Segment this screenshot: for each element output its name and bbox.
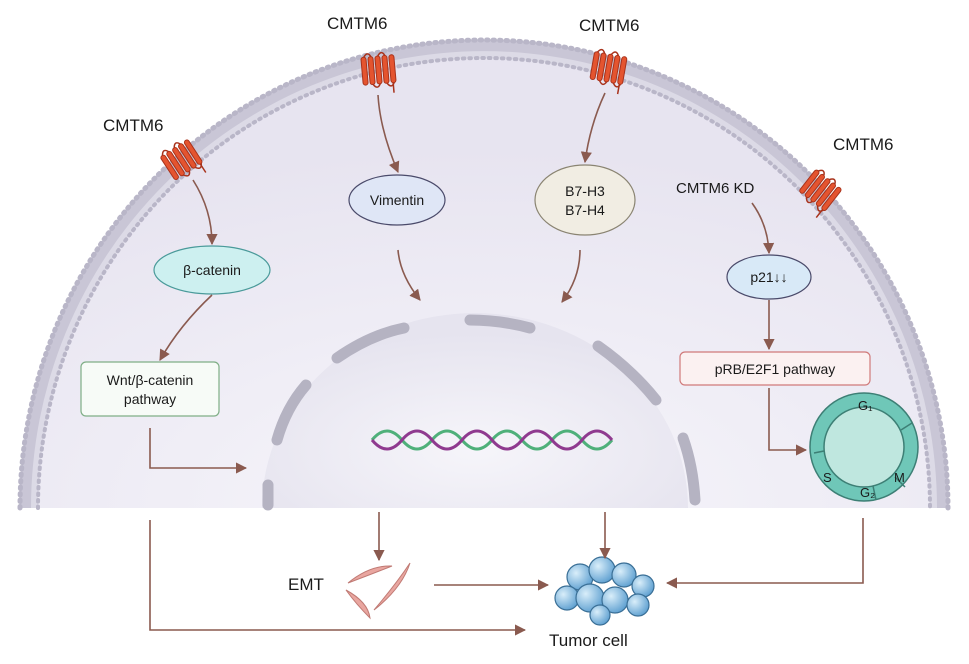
emt-cells-icon — [345, 562, 411, 620]
wnt-pathway-label: Wnt/β-catenin pathway — [81, 362, 219, 416]
arrow — [192, 179, 218, 246]
vimentin-text: Vimentin — [369, 192, 425, 208]
nuclear-envelope-segment — [271, 379, 312, 446]
arrow — [159, 294, 213, 361]
nuclear-envelope-segment — [592, 340, 662, 406]
arrow — [149, 520, 527, 636]
b7-node — [534, 164, 636, 236]
prb-e2f1-label: pRB/E2F1 pathway — [680, 352, 870, 385]
b7-label: B7-H3 B7-H4 — [535, 165, 635, 235]
nuclear-envelope-segment — [677, 432, 701, 506]
beta-catenin-node — [153, 245, 271, 295]
prb-e2f1-text: pRB/E2F1 pathway — [714, 360, 836, 377]
arrow — [397, 249, 421, 301]
cmtm6-receptor-icon — [160, 139, 207, 180]
cmtm6-receptor-icon — [799, 169, 842, 218]
p21-text: p21↓↓ — [750, 269, 788, 285]
cmtm6-kd-label: CMTM6 KD — [676, 180, 755, 197]
g2-label: G₂ — [860, 485, 876, 500]
arrow — [580, 92, 606, 164]
dna-helix — [370, 429, 614, 451]
arrow — [751, 202, 775, 255]
arrow — [377, 94, 400, 174]
arrow — [768, 388, 808, 456]
cmtm6-label: CMTM6 — [103, 116, 164, 135]
tumor-cell-icon — [554, 556, 655, 626]
cmtm6-label: CMTM6 — [579, 16, 640, 35]
vimentin-label: Vimentin — [349, 175, 445, 225]
cmtm6-receptor-icon — [360, 51, 397, 93]
nuclear-envelope-segment — [331, 322, 410, 364]
arrow — [665, 518, 864, 589]
cell-membrane — [17, 37, 951, 511]
beta-catenin-label: β-catenin — [154, 246, 270, 294]
cmtm6-label: CMTM6 — [833, 135, 894, 154]
p21-node — [726, 254, 812, 300]
prb-e2f1-box — [679, 351, 871, 386]
arrow — [149, 428, 248, 474]
p21-label: p21↓↓ — [727, 255, 811, 299]
wnt-pathway-box — [80, 361, 220, 417]
cmtm6-label: CMTM6 — [327, 14, 388, 33]
b7-h3-text: B7-H3 — [565, 182, 605, 199]
b7-h4-text: B7-H4 — [565, 201, 605, 218]
vimentin-node — [348, 174, 446, 226]
s-label: S — [823, 470, 832, 485]
beta-catenin-text: β-catenin — [183, 262, 241, 278]
g1-label: G₁ — [858, 398, 873, 413]
tumor-cell-label: Tumor cell — [549, 631, 628, 650]
emt-label: EMT — [288, 575, 324, 594]
wnt-line2-text: pathway — [123, 390, 177, 407]
m-label: M — [894, 470, 905, 485]
nuclear-envelope-segment — [464, 314, 536, 334]
wnt-line1-text: Wnt/β-catenin — [106, 371, 194, 388]
arrow — [561, 249, 581, 303]
cell-cycle-icon — [809, 392, 919, 502]
cmtm6-receptor-icon — [589, 48, 628, 95]
nucleus — [262, 313, 701, 511]
